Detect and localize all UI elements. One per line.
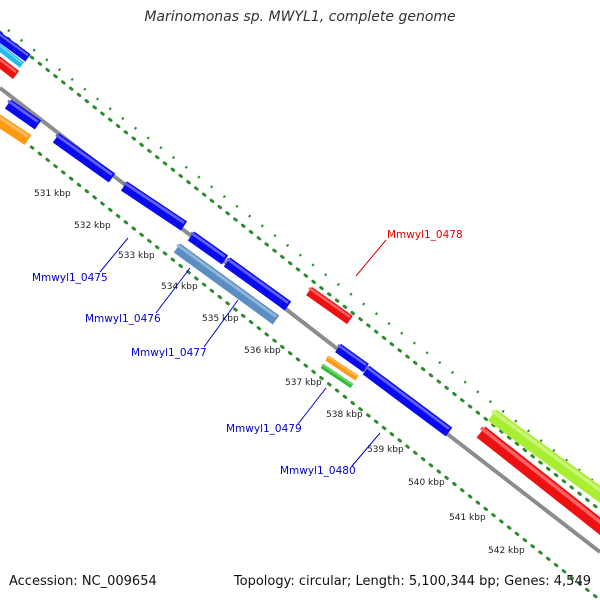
tick-label: 532 kbp bbox=[74, 221, 111, 231]
cds-block-16 bbox=[476, 426, 600, 535]
cds-block-highlight-0 bbox=[0, 33, 29, 57]
cds-block-highlight-6 bbox=[123, 181, 185, 224]
gene-label: Mmwyl1_0477 bbox=[131, 347, 207, 359]
cds-block-highlight-14 bbox=[365, 365, 450, 430]
gene-label: Mmwyl1_0476 bbox=[85, 313, 161, 325]
cds-block-7 bbox=[187, 231, 229, 265]
cds-block-highlight-16 bbox=[479, 426, 600, 525]
tick-dotted-line-1 bbox=[0, 30, 600, 512]
cds-block-highlight-3 bbox=[7, 99, 39, 123]
gene-label: Mmwyl1_0480 bbox=[280, 465, 356, 477]
cds-block-9 bbox=[223, 257, 292, 311]
tick-label: 539 kbp bbox=[367, 445, 404, 455]
gene-leader-line bbox=[355, 239, 387, 277]
topology-summary-text: Topology: circular; Length: 5,100,344 bp… bbox=[233, 574, 591, 589]
tick-label: 531 kbp bbox=[34, 189, 71, 199]
tick-label: 542 kbp bbox=[488, 546, 525, 556]
tick-label: 538 kbp bbox=[326, 410, 363, 420]
gene-leader-line bbox=[297, 387, 327, 425]
outer-dotted-line bbox=[7, 29, 600, 487]
cds-block-highlight-8 bbox=[176, 243, 277, 318]
cds-block-highlight-11 bbox=[337, 343, 367, 367]
cds-block-highlight-13 bbox=[321, 363, 353, 386]
cds-block-5 bbox=[52, 133, 116, 183]
cds-block-15 bbox=[487, 409, 600, 504]
accession-text: Accession: NC_009654 bbox=[9, 574, 157, 589]
cds-block-highlight-7 bbox=[190, 231, 226, 258]
cds-block-13 bbox=[320, 363, 354, 389]
gene-label: Mmwyl1_0478 bbox=[387, 229, 463, 241]
cds-block-2 bbox=[0, 56, 20, 79]
tick-label: 535 kbp bbox=[202, 314, 239, 324]
cds-block-highlight-9 bbox=[226, 257, 289, 304]
tick-label: 534 kbp bbox=[161, 282, 198, 292]
gene-leader-line bbox=[155, 267, 191, 314]
gene-leader-line bbox=[99, 237, 129, 273]
cds-block-highlight-4 bbox=[0, 116, 29, 138]
cds-block-0 bbox=[0, 31, 31, 62]
tick-label: 541 kbp bbox=[449, 513, 486, 523]
gene-label: Mmwyl1_0475 bbox=[32, 272, 108, 284]
cds-block-highlight-15 bbox=[490, 409, 600, 493]
cds-block-1 bbox=[0, 43, 25, 68]
tick-label: 540 kbp bbox=[408, 478, 445, 488]
cds-block-highlight-5 bbox=[55, 133, 113, 176]
cds-block-3 bbox=[4, 99, 42, 130]
tick-label: 537 kbp bbox=[285, 378, 322, 388]
tick-label: 536 kbp bbox=[244, 346, 281, 356]
cds-block-11 bbox=[335, 343, 369, 373]
tick-dotted-line-0 bbox=[0, 120, 600, 600]
cds-block-highlight-12 bbox=[326, 355, 358, 377]
cds-block-10 bbox=[306, 286, 353, 325]
map-title: Marinomonas sp. MWYL1, complete genome bbox=[144, 9, 456, 25]
gene-leader-line bbox=[203, 299, 239, 348]
gene-label: Mmwyl1_0479 bbox=[226, 423, 302, 435]
cds-block-4 bbox=[0, 114, 32, 146]
cds-block-8 bbox=[173, 243, 280, 325]
cds-block-12 bbox=[325, 355, 359, 381]
cds-block-highlight-2 bbox=[0, 58, 17, 73]
cds-block-highlight-10 bbox=[308, 286, 351, 319]
tick-label: 533 kbp bbox=[118, 251, 155, 261]
gene-leader-line bbox=[351, 432, 381, 467]
cds-block-14 bbox=[362, 365, 453, 437]
cds-block-6 bbox=[120, 181, 188, 231]
cds-block-highlight-1 bbox=[0, 44, 23, 64]
